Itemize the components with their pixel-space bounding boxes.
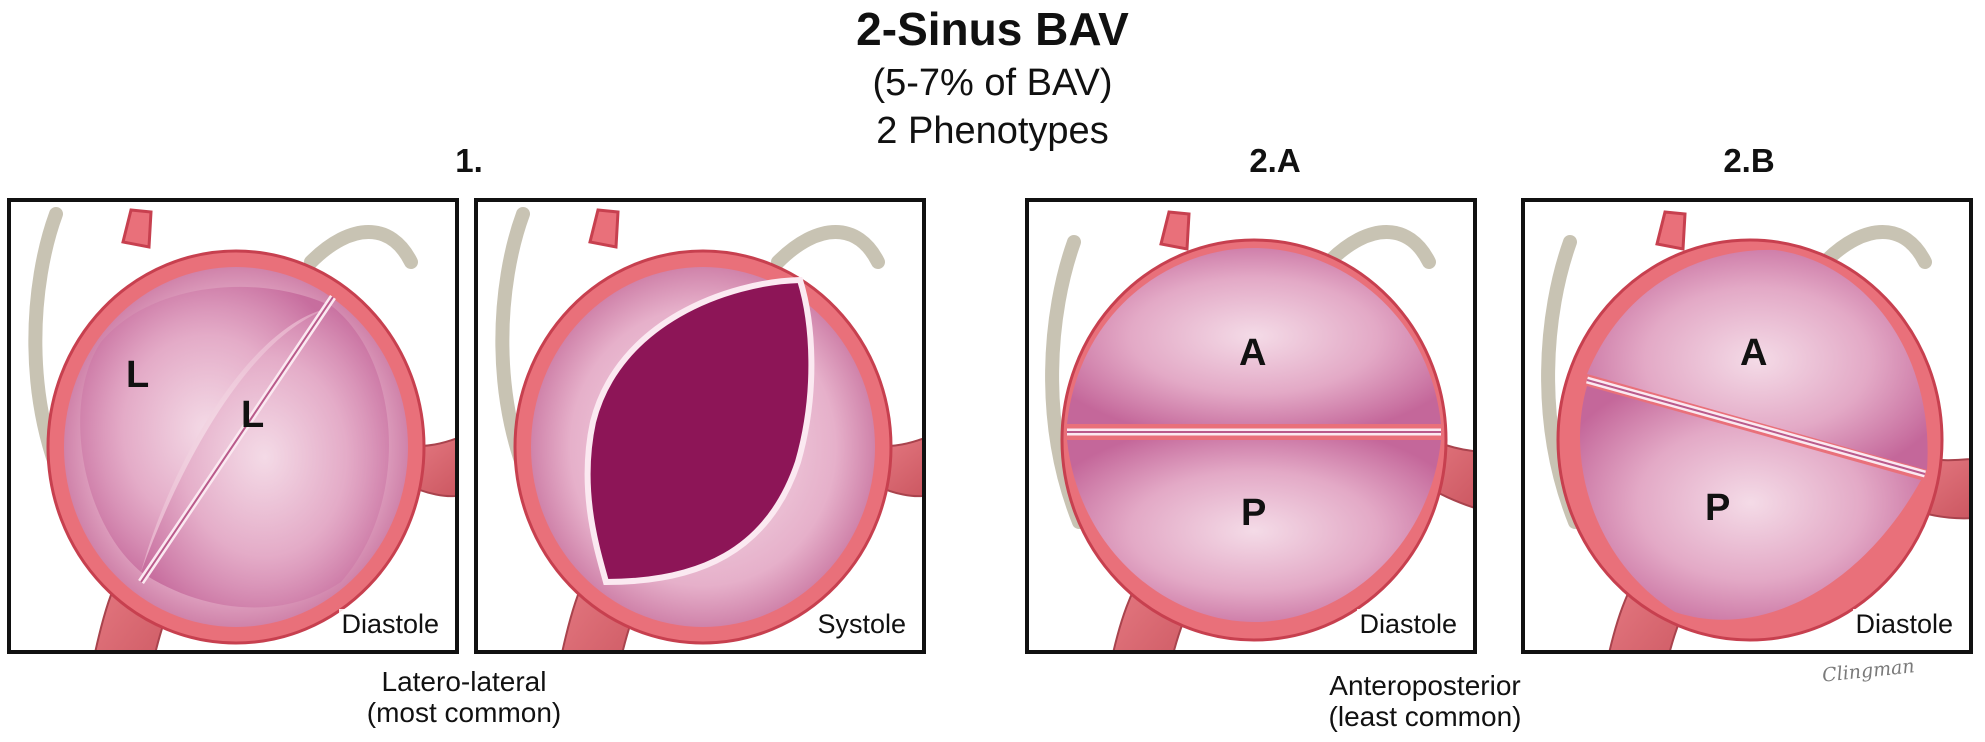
leaflet-right <box>141 307 389 608</box>
leaflet-label-1: L <box>126 354 149 396</box>
leaflet-label-posterior: P <box>1705 487 1730 529</box>
commissure-post-top <box>1655 210 1687 251</box>
valve-illustration-3: A P <box>1045 210 1473 650</box>
panel-latero-lateral-diastole: L L Diastole <box>7 198 459 654</box>
leaflet-anterior <box>1587 249 1928 470</box>
heading-phenotype-2b: 2.B <box>1723 142 1775 179</box>
phase-label: Diastole <box>1853 609 1955 640</box>
caption-line-2: (most common) <box>366 697 562 728</box>
leaflet-posterior <box>1580 386 1921 620</box>
coaptation-line-shadow <box>140 296 334 583</box>
leaflet-label-anterior: A <box>1239 332 1266 374</box>
commissure-post-top <box>588 208 620 249</box>
open-orifice <box>584 276 815 586</box>
artist-signature: Clingman <box>1821 655 1916 687</box>
phase-label: Diastole <box>339 609 441 640</box>
panel-anteroposterior-2a-diastole: A P Diastole <box>1025 198 1477 654</box>
coaptation-line-shadow <box>1586 379 1926 475</box>
figure-subtitle-phenotypes: 2 Phenotypes <box>876 110 1109 152</box>
phase-label: Diastole <box>1357 609 1459 640</box>
aortic-wall-right <box>304 225 418 269</box>
figure-subtitle-prevalence: (5-7% of BAV) <box>872 62 1113 104</box>
leaflet-label-posterior: P <box>1241 492 1266 534</box>
panel-anteroposterior-2b-diastole: A P Diastole <box>1521 198 1973 654</box>
leaflet-label-anterior: A <box>1740 332 1767 374</box>
commissure-post-top <box>121 208 153 249</box>
caption-line-2: (least common) <box>1328 701 1522 732</box>
heading-phenotype-2a: 2.A <box>1249 142 1301 179</box>
leaflet-label-2: L <box>241 394 264 436</box>
aortic-wall-right <box>1818 225 1932 269</box>
leaflet-anterior <box>1067 248 1441 424</box>
caption-line-1: Latero-lateral <box>381 666 547 697</box>
phase-label: Systole <box>815 609 908 640</box>
figure-title: 2-Sinus BAV <box>856 3 1129 55</box>
caption-anteroposterior: Anteroposterior (least common) <box>1225 670 1625 732</box>
leaflet-posterior <box>1067 440 1441 622</box>
valve-illustration-1: L L <box>28 207 455 650</box>
panel-latero-lateral-systole: Systole <box>474 198 926 654</box>
aortic-wall-right <box>771 225 885 269</box>
leaflet-left <box>80 286 333 572</box>
caption-latero-lateral: Latero-lateral (least common) (most comm… <box>264 666 664 728</box>
aortic-wall-right <box>1322 225 1436 269</box>
valve-illustration-4: A P <box>1541 210 1969 650</box>
caption-line-1: Anteroposterior <box>1329 670 1521 701</box>
heading-phenotype-1: 1. <box>455 142 483 179</box>
valve-illustration-2 <box>495 207 922 650</box>
commissure-post-top <box>1159 210 1191 251</box>
